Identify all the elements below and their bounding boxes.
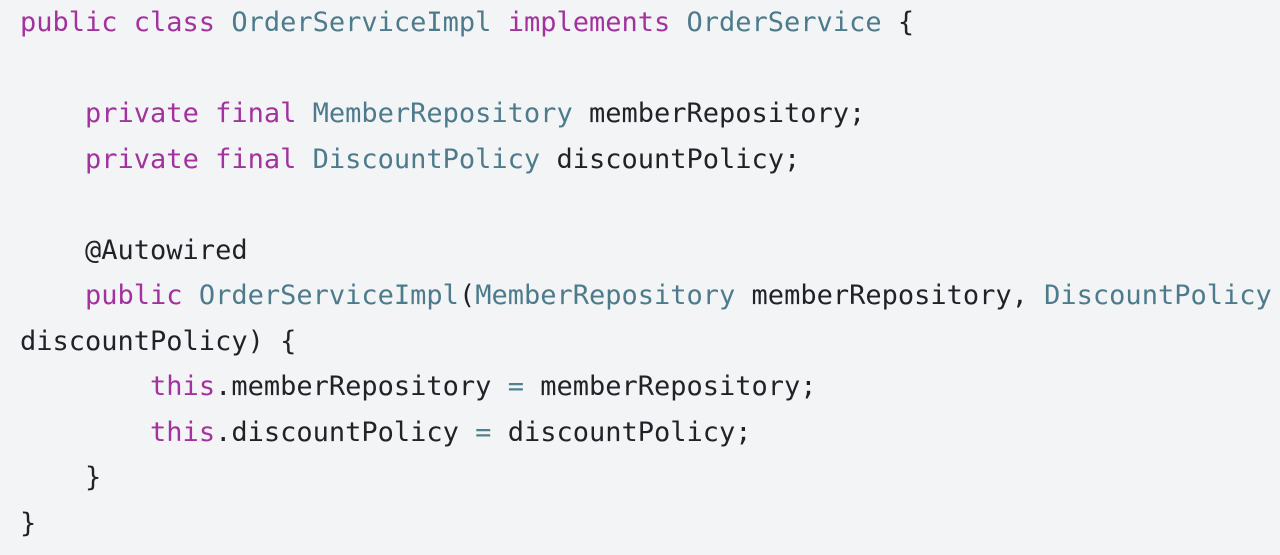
code-line — [20, 182, 1280, 228]
java-source-code: public class OrderServiceImpl implements… — [20, 0, 1280, 546]
code-line — [20, 46, 1280, 92]
code-token-keyword: public class — [20, 7, 232, 38]
code-token-plain: } — [20, 462, 102, 493]
code-token-keyword: private final — [85, 98, 313, 129]
code-token-plain — [491, 7, 507, 38]
code-token-plain: discountPolicy; — [491, 416, 752, 448]
code-line: } — [20, 501, 1280, 547]
code-token-type: OrderService — [686, 7, 882, 38]
code-token-type: OrderServiceImpl — [198, 280, 459, 311]
code-token-plain — [183, 280, 199, 311]
code-token-operator: = — [507, 371, 524, 402]
code-line: private final DiscountPolicy discountPol… — [20, 137, 1280, 183]
code-token-type: DiscountPolicy — [312, 143, 541, 175]
code-token-type: DiscountPolicy — [1044, 280, 1272, 311]
code-token-plain — [20, 371, 150, 402]
code-token-keyword: private final — [85, 143, 313, 175]
code-token-keyword: this — [150, 416, 216, 448]
code-line: public OrderServiceImpl(MemberRepository… — [20, 273, 1280, 319]
code-token-plain: .discountPolicy — [215, 416, 476, 448]
code-token-plain: memberRepository, — [735, 280, 1045, 311]
code-line: } — [20, 455, 1280, 501]
code-token-plain — [20, 280, 85, 311]
code-token-plain — [670, 7, 686, 38]
code-line: private final MemberRepository memberRep… — [20, 91, 1280, 137]
code-token-plain — [20, 98, 85, 129]
code-token-type: OrderServiceImpl — [231, 7, 492, 38]
code-line: this.discountPolicy = discountPolicy; — [20, 410, 1280, 456]
code-token-plain — [20, 144, 85, 175]
code-token-type: MemberRepository — [312, 98, 573, 129]
code-line: discountPolicy) { — [20, 319, 1280, 365]
code-token-plain: .memberRepository — [215, 371, 508, 402]
code-token-operator: = — [475, 416, 492, 448]
code-token-plain: { — [881, 7, 915, 38]
code-line: @Autowired — [20, 228, 1280, 274]
code-token-keyword: this — [150, 371, 216, 402]
code-token-plain: discountPolicy; — [540, 143, 801, 175]
code-token-plain: @Autowired — [20, 234, 248, 266]
code-token-plain: memberRepository; — [523, 371, 817, 402]
code-token-type: MemberRepository — [475, 280, 736, 311]
code-token-plain — [20, 417, 150, 448]
code-token-plain: discountPolicy) { — [20, 325, 297, 357]
code-token-plain: } — [20, 507, 37, 539]
code-line: this.memberRepository = memberRepository… — [20, 364, 1280, 410]
code-token-plain: memberRepository; — [572, 98, 866, 129]
code-line: public class OrderServiceImpl implements… — [20, 0, 1280, 46]
code-token-keyword: public — [85, 280, 183, 311]
code-token-plain: ( — [458, 280, 476, 311]
code-token-keyword: implements — [507, 7, 671, 38]
